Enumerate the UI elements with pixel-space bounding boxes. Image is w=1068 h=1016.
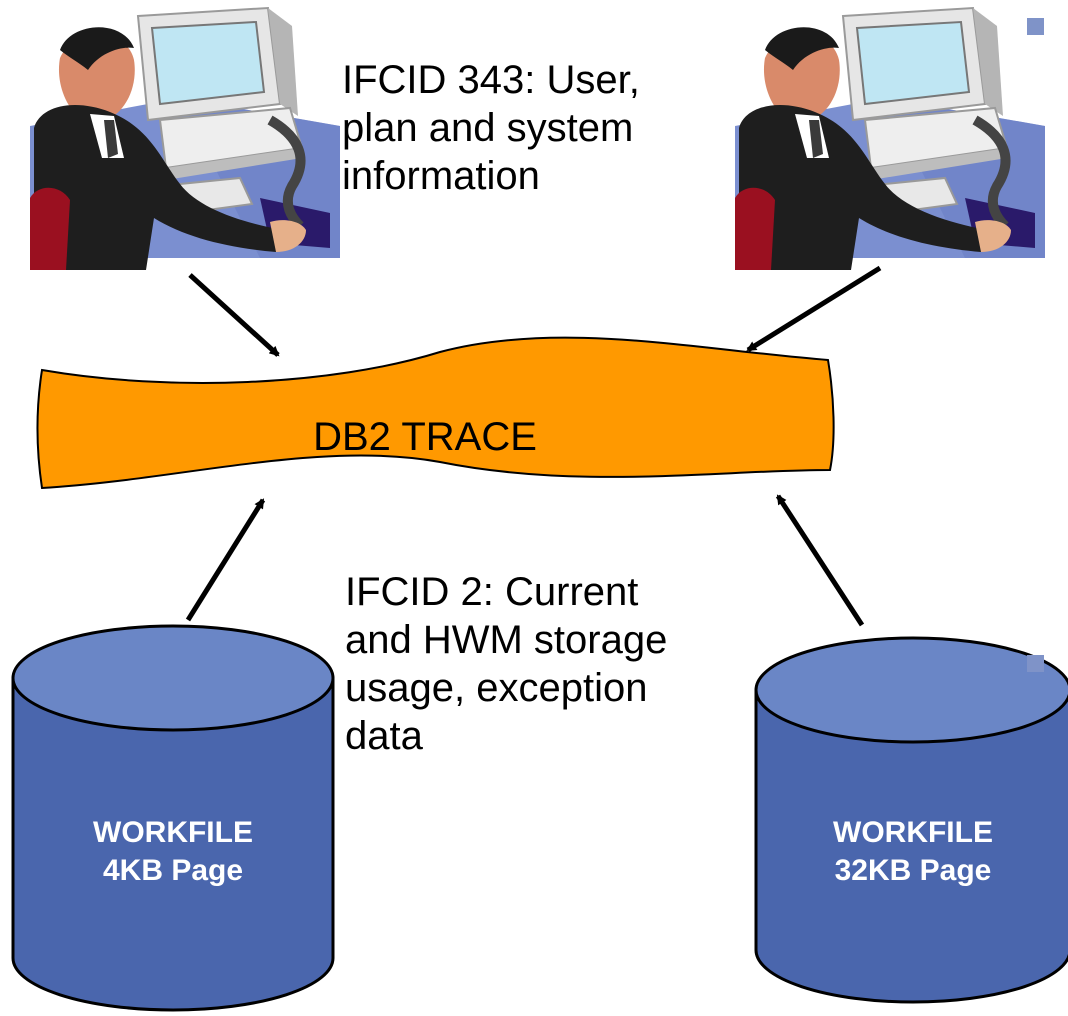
workfile-32kb-cylinder bbox=[754, 636, 1068, 1004]
caption-ifcid-343-line: information bbox=[342, 154, 540, 198]
arrow-workfile-32kb-to-trace bbox=[775, 494, 865, 627]
db2-trace-banner bbox=[36, 336, 835, 490]
bullet-marker bbox=[1027, 655, 1044, 672]
workfile-4kb-line1: WORKFILE bbox=[93, 816, 253, 849]
arrow-user-right-to-trace bbox=[746, 265, 882, 353]
computer-user-icon bbox=[30, 8, 340, 270]
workfile-32kb-line1: WORKFILE bbox=[833, 816, 993, 849]
computer-user-icon bbox=[735, 8, 1045, 270]
arrow-workfile-4kb-to-trace bbox=[185, 498, 266, 622]
caption-ifcid-2: IFCID 2: Current and HWM storage usage, … bbox=[345, 568, 667, 760]
caption-ifcid-343-line: plan and system bbox=[342, 106, 634, 150]
db2-trace-label: DB2 TRACE bbox=[313, 415, 537, 459]
workfile-4kb-line2: 4KB Page bbox=[103, 854, 243, 887]
arrow-user-left-to-trace bbox=[188, 273, 280, 357]
workfile-32kb-line2: 32KB Page bbox=[835, 854, 992, 887]
caption-ifcid-343-line: IFCID 343: User, bbox=[342, 58, 640, 102]
workfile-4kb-cylinder bbox=[11, 624, 335, 1012]
caption-ifcid-2-line: data bbox=[345, 714, 423, 758]
bullet-marker bbox=[1027, 18, 1044, 35]
caption-ifcid-343: IFCID 343: User, plan and system informa… bbox=[342, 56, 640, 200]
caption-ifcid-2-line: and HWM storage bbox=[345, 618, 668, 662]
caption-ifcid-2-line: usage, exception bbox=[345, 666, 648, 710]
caption-ifcid-2-line: IFCID 2: Current bbox=[345, 570, 639, 614]
